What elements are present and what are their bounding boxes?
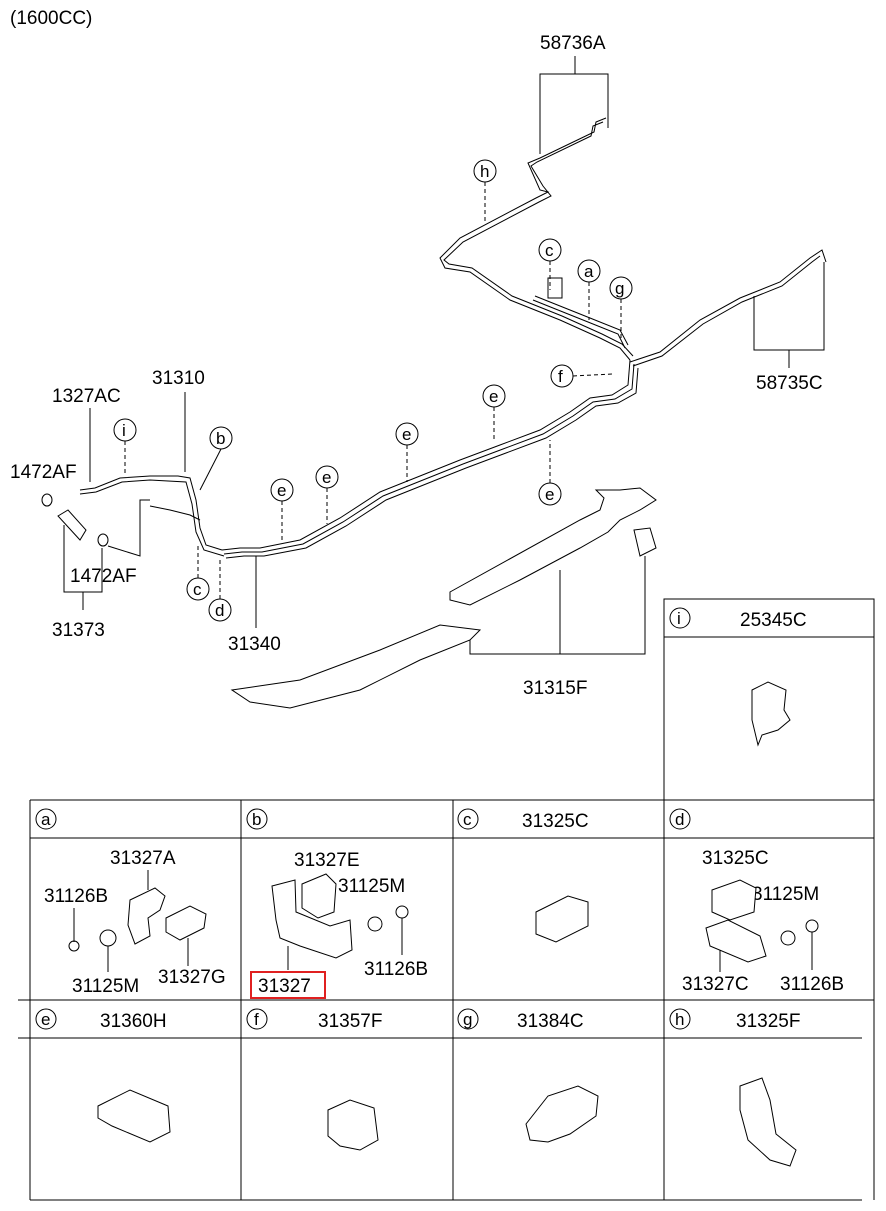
panel-h-badge (669, 1008, 691, 1030)
svg-text:e: e (41, 1010, 50, 1029)
svg-text:f: f (558, 367, 563, 386)
svg-text:d: d (215, 601, 224, 620)
leader-58736A (539, 73, 609, 154)
panel-f-badge (246, 1008, 268, 1030)
label-1472AF-top: 1472AF (10, 462, 77, 483)
label-1472AF-bottom: 1472AF (70, 566, 137, 587)
clip-31325C (535, 895, 589, 943)
label-1327AC: 1327AC (52, 386, 121, 407)
pipe-front-1 (79, 475, 223, 551)
label-31315F: 31315F (523, 678, 587, 699)
panel-d-badge (669, 808, 691, 830)
leader-31315F (469, 570, 561, 655)
clip-c-upper (547, 277, 563, 299)
bracket-31315F-upper (449, 487, 657, 606)
panel-a-badge (35, 808, 57, 830)
label-31373: 31373 (52, 620, 105, 641)
hose-31373 (57, 509, 87, 541)
part-31125M-a: 31125M (72, 976, 139, 997)
svg-text:d: d (675, 810, 684, 829)
pipe-main-1 (221, 359, 631, 551)
pipe-rear-upper (439, 117, 631, 361)
svg-text:g: g (615, 279, 624, 298)
svg-text:e: e (277, 481, 286, 500)
clip-31384C (525, 1085, 599, 1143)
panel-i-title: 25345C (740, 610, 807, 631)
label-31310: 31310 (152, 368, 205, 389)
panel-g-title: 31384C (517, 1011, 584, 1032)
part-31327: 31327 (258, 976, 311, 997)
label-31340: 31340 (228, 634, 281, 655)
clip-31360H (97, 1089, 171, 1143)
svg-text:h: h (480, 162, 489, 181)
svg-text:c: c (193, 580, 202, 599)
clip-25345C (751, 681, 791, 747)
part-31327G: 31327G (158, 967, 226, 988)
clip-1472AF-bottom (97, 533, 109, 547)
part-31125M-d: 31125M (752, 884, 819, 905)
clip-31357F (327, 1099, 379, 1151)
pipe-main-3 (225, 367, 639, 559)
panel-e-title: 31360H (100, 1011, 167, 1032)
svg-text:c: c (463, 810, 472, 829)
svg-text:e: e (489, 387, 498, 406)
panel-c-badge (457, 808, 479, 830)
part-31126B-b: 31126B (364, 959, 428, 980)
panel-c-title: 31325C (522, 811, 589, 832)
svg-text:b: b (216, 429, 225, 448)
svg-text:h: h (675, 1010, 684, 1029)
engine-label: (1600CC) (10, 8, 92, 29)
label-58735C: 58735C (756, 373, 823, 394)
svg-text:e: e (402, 425, 411, 444)
pipe-rear-right (629, 249, 827, 363)
clip-1472AF-top (41, 493, 53, 507)
part-31327E: 31327E (294, 850, 360, 871)
svg-text:b: b (252, 810, 261, 829)
svg-text:i: i (122, 421, 126, 440)
pipe-main-2 (223, 363, 635, 555)
svg-text:a: a (584, 262, 594, 281)
svg-text:a: a (41, 810, 51, 829)
svg-text:i: i (677, 609, 681, 628)
svg-text:e: e (545, 485, 554, 504)
label-58736A: 58736A (540, 33, 606, 54)
svg-text:f: f (254, 1010, 259, 1029)
highlight-31327 (250, 971, 326, 999)
part-31325C-d: 31325C (702, 848, 769, 869)
clip-31325F (739, 1077, 797, 1167)
svg-text:e: e (322, 468, 331, 487)
panel-g-badge (457, 1008, 479, 1030)
part-31125M-b: 31125M (338, 876, 405, 897)
panel-f-title: 31357F (318, 1011, 382, 1032)
part-31327C: 31327C (682, 974, 749, 995)
part-31126B-a: 31126B (44, 886, 108, 907)
part-31126B-d: 31126B (780, 974, 844, 995)
panel-b-badge (246, 808, 268, 830)
part-31327A: 31327A (110, 848, 176, 869)
panel-h-title: 31325F (736, 1011, 800, 1032)
svg-text:c: c (545, 241, 554, 260)
panel-e-badge (35, 1008, 57, 1030)
svg-text:g: g (463, 1010, 472, 1029)
